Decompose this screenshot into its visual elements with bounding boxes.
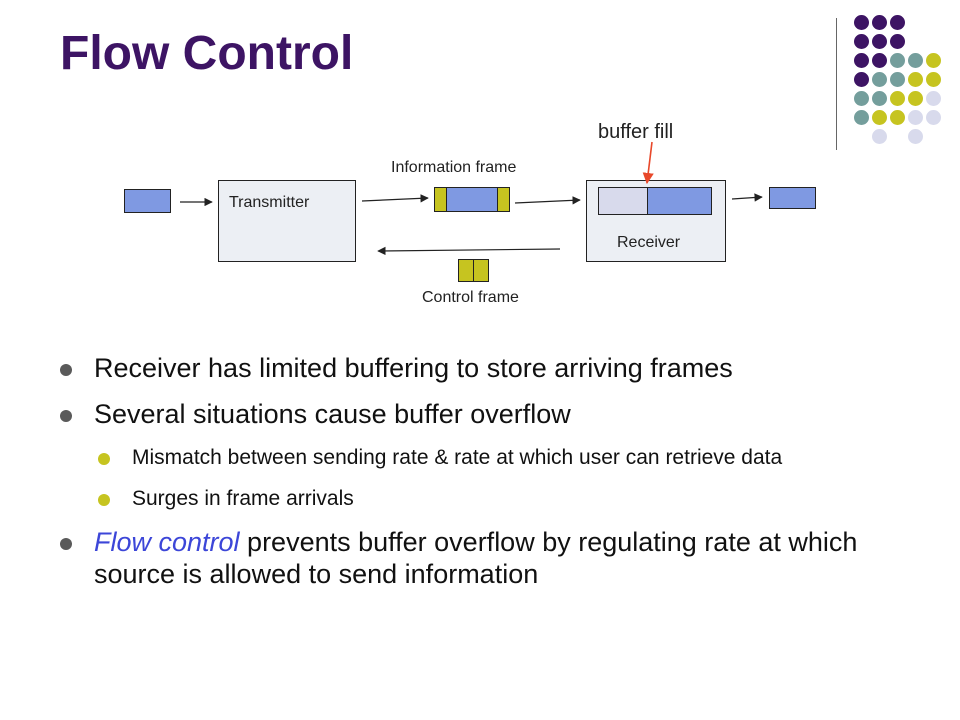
bullet-flow-control: Flow control prevents buffer overflow by… — [60, 526, 940, 590]
dot — [872, 53, 887, 68]
dot — [872, 34, 887, 49]
dot — [854, 34, 869, 49]
flow-control-term: Flow control — [94, 527, 240, 557]
dot — [854, 91, 869, 106]
delivered-frame — [769, 187, 816, 209]
dot — [890, 15, 905, 30]
buffer-fill-label: buffer fill — [598, 121, 674, 143]
dot — [890, 53, 905, 68]
frame-trailer — [497, 187, 510, 212]
slide-title: Flow Control — [60, 27, 354, 80]
dot — [908, 72, 923, 87]
flow-control-text: prevents buffer overflow by regulating r… — [94, 527, 858, 589]
dot — [908, 110, 923, 125]
dot — [890, 34, 905, 49]
dot — [926, 53, 941, 68]
frame-payload — [446, 187, 498, 212]
transmitter-box: Transmitter — [218, 180, 356, 262]
subbullet-surges: Surges in frame arrivals — [98, 485, 940, 512]
buffer-empty-slot — [598, 187, 648, 215]
dot — [854, 72, 869, 87]
dot — [854, 53, 869, 68]
dot — [854, 15, 869, 30]
dot — [890, 91, 905, 106]
receiver-label: Receiver — [617, 234, 681, 251]
dot — [908, 53, 923, 68]
buffer-fill-arrow — [642, 141, 654, 185]
control-return-arrow — [377, 246, 561, 256]
dot — [872, 15, 887, 30]
transmit-arrow — [361, 194, 429, 203]
dot — [926, 91, 941, 106]
buffer-filled-slot — [647, 187, 712, 215]
dot — [872, 129, 887, 144]
title-divider — [836, 18, 837, 150]
dot — [926, 110, 941, 125]
outgoing-frame — [124, 189, 171, 213]
bullet-buffer-overflow: Several situations cause buffer overflow — [60, 398, 940, 430]
information-frame-label: Information frame — [391, 159, 517, 176]
dot — [890, 72, 905, 87]
transmitter-label: Transmitter — [229, 194, 310, 211]
control-frame-left — [458, 259, 474, 282]
bullet-limited-buffering: Receiver has limited buffering to store … — [60, 352, 940, 384]
dot — [908, 91, 923, 106]
dot — [872, 72, 887, 87]
control-frame-label: Control frame — [422, 289, 519, 306]
deliver-arrow — [731, 193, 763, 202]
dot — [854, 110, 869, 125]
subbullet-rate-mismatch: Mismatch between sending rate & rate at … — [98, 444, 940, 471]
dot — [908, 129, 923, 144]
bullet-list: Receiver has limited buffering to store … — [60, 352, 940, 604]
dot — [890, 110, 905, 125]
dot — [926, 72, 941, 87]
control-frame-right — [473, 259, 489, 282]
dot — [872, 91, 887, 106]
dot — [872, 110, 887, 125]
arrive-arrow — [514, 196, 581, 205]
